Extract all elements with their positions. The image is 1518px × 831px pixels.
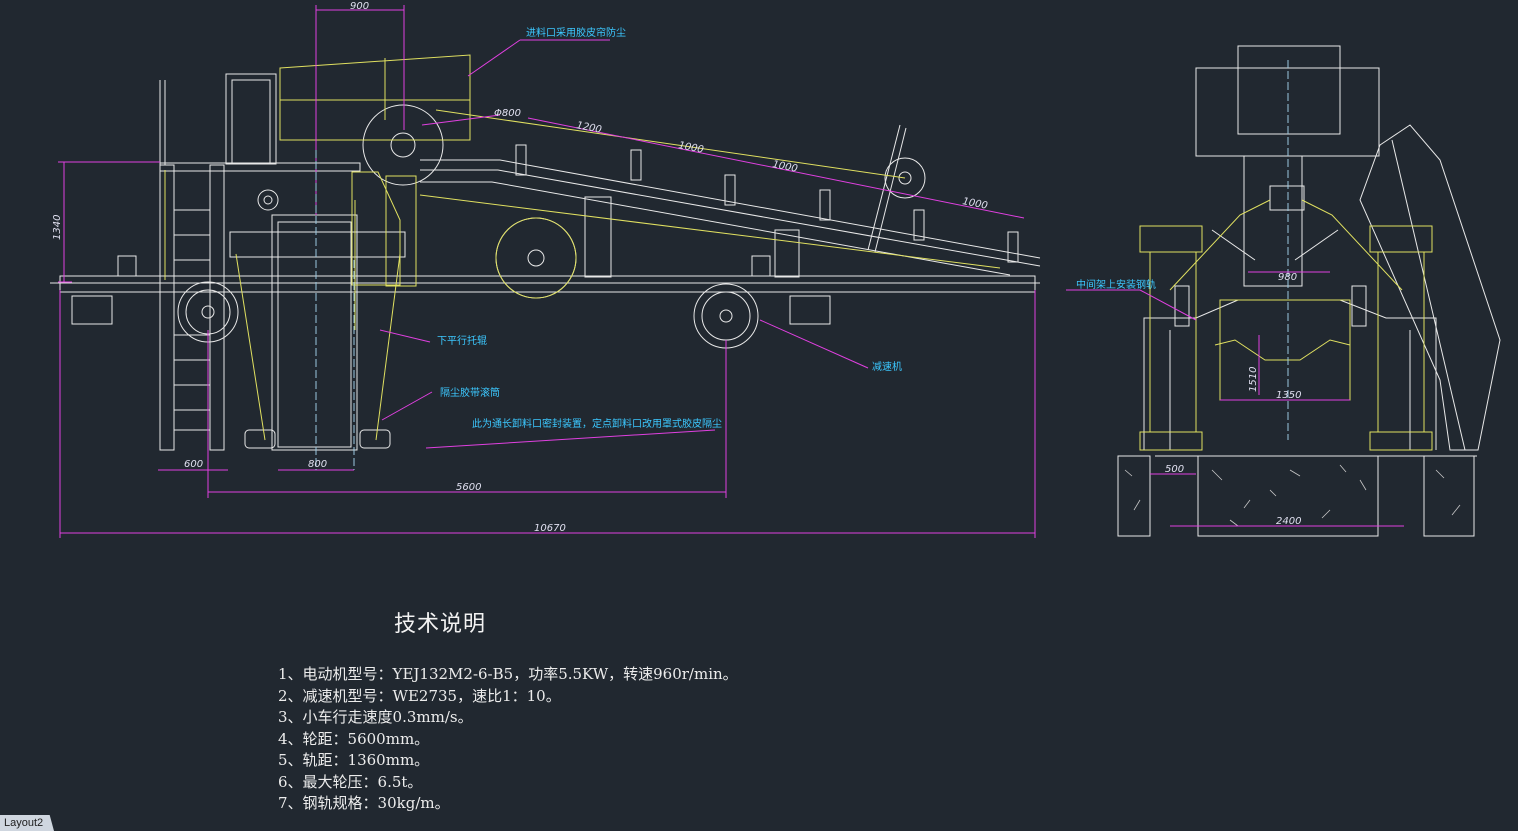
dim-600: 600: [184, 459, 203, 470]
dim-1350: 1350: [1276, 390, 1301, 401]
note-item: 4、轮距：5600mm。: [278, 729, 430, 748]
label-dust-drum: 隔尘胶带滚筒: [440, 386, 500, 399]
note-item: 1、电动机型号：YEJ132M2-6-B5，功率5.5KW，转速960r/min…: [278, 665, 738, 683]
dim-1000-a: 1000: [677, 140, 704, 156]
notes-title: 技术说明: [394, 612, 487, 637]
dim-500: 500: [1165, 464, 1184, 475]
label-mid-frame: 中间架上安装钢轨: [1076, 278, 1156, 291]
dim-980: 980: [1278, 272, 1297, 283]
dim-2400: 2400: [1276, 516, 1301, 527]
dim-800: 800: [308, 459, 327, 470]
dim-1000-b: 1000: [771, 159, 798, 175]
dim-10670: 10670: [534, 523, 566, 534]
note-item: 6、最大轮压：6.5t。: [278, 772, 423, 791]
dim-1340: 1340: [52, 215, 63, 240]
label-feed-inlet: 进料口采用胶皮帘防尘: [526, 26, 626, 39]
dim-1200: 1200: [575, 120, 602, 136]
dim-phi800: Φ800: [494, 108, 521, 119]
dim-1510: 1510: [1248, 367, 1259, 392]
dim-5600: 5600: [456, 482, 481, 493]
note-item: 3、小车行走速度0.3mm/s。: [278, 708, 473, 726]
end-elevation-view: 980 1510 1350 500 2400 中间架上安装钢轨: [1066, 45, 1501, 537]
dim-1000-c: 1000: [961, 196, 988, 212]
dim-900: 900: [350, 1, 369, 12]
label-seal-note: 此为通长卸料口密封装置，定点卸料口改用罩式胶皮隔尘: [472, 417, 722, 430]
note-item: 7、钢轨规格：30kg/m。: [278, 794, 450, 812]
side-elevation-view: 900 1340 Φ800 1200 1000 1000 1000 600 80…: [50, 1, 1041, 538]
note-item: 2、减速机型号：WE2735，速比1：10。: [278, 686, 561, 705]
tab-layout2[interactable]: Layout2: [0, 815, 54, 831]
label-lower-roller: 下平行托辊: [437, 334, 487, 347]
note-item: 5、轨距：1360mm。: [278, 751, 430, 769]
label-reducer: 减速机: [872, 360, 902, 373]
technical-notes: 1、电动机型号：YEJ132M2-6-B5，功率5.5KW，转速960r/min…: [278, 664, 738, 815]
